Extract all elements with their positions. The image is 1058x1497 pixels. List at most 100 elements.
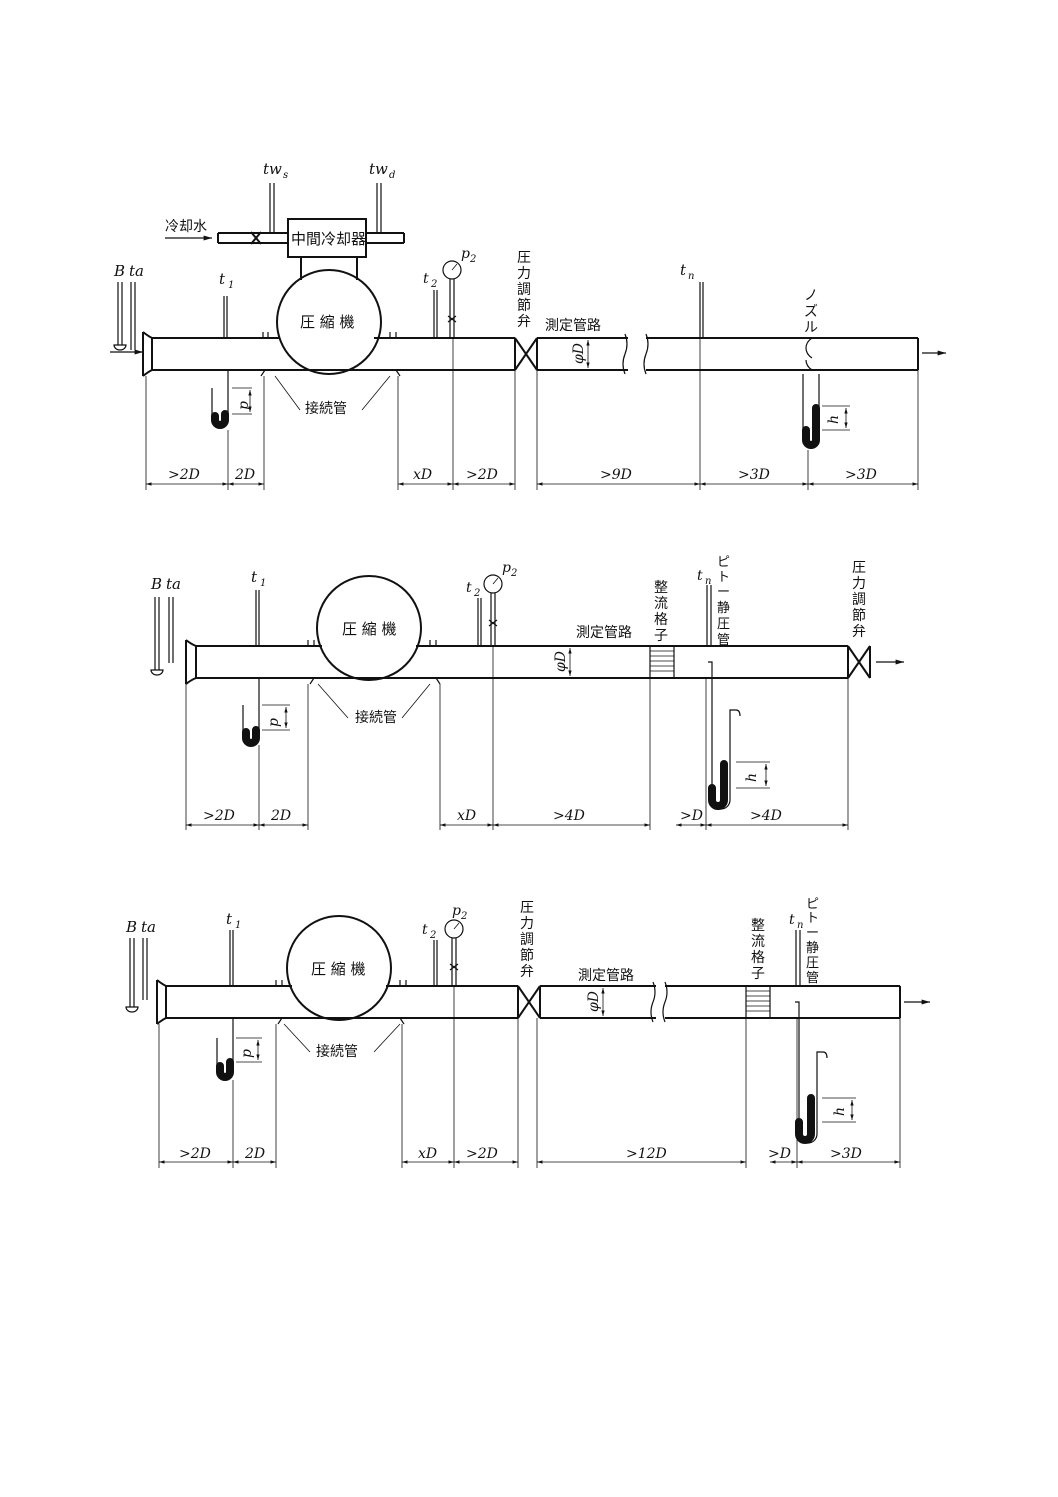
svg-text:n: n xyxy=(688,271,694,282)
svg-text:弁: 弁 xyxy=(520,964,534,980)
label-phiD-1: φD xyxy=(571,343,587,364)
svg-text:ピ: ピ xyxy=(806,897,819,912)
ambient-thermometers-3: B ta xyxy=(125,918,156,1013)
svg-text:流: 流 xyxy=(751,934,765,950)
svg-text:節: 節 xyxy=(520,947,534,964)
svg-text:>12D: >12D xyxy=(626,1146,667,1162)
measuring-pipe-label-1: 測定管路 xyxy=(545,318,601,334)
svg-text:ta: ta xyxy=(166,575,181,593)
svg-text:ル: ル xyxy=(804,320,818,336)
label-h-2: h xyxy=(744,773,760,782)
svg-text:調: 調 xyxy=(852,592,866,608)
pitot-label-3: ピ ト ー 静 圧 管 xyxy=(806,897,819,986)
svg-text:>3D: >3D xyxy=(738,467,770,483)
svg-text:t: t xyxy=(789,912,795,928)
svg-text:>2D: >2D xyxy=(179,1146,211,1162)
svg-text:ー: ー xyxy=(717,585,730,600)
svg-text:t: t xyxy=(466,580,472,596)
svg-text:>9D: >9D xyxy=(600,467,632,483)
flow-straightener-3: 整 流 格 子 xyxy=(745,918,771,1019)
inlet-bellmouth-3 xyxy=(156,979,167,1025)
p2-pressure-gauge-3 xyxy=(444,919,464,939)
p1-u-manometer: p xyxy=(211,370,252,429)
svg-text:t: t xyxy=(422,922,428,938)
compressor-2 xyxy=(316,575,422,681)
diagram-2-pitot-setup: B ta t 1 p 圧 縮 機 接続管 t 2 p xyxy=(150,555,904,830)
pressure-valve-label-3: 圧 力 調 節 弁 xyxy=(520,900,534,980)
nozzle-label: ノ ズ ル xyxy=(804,288,818,336)
svg-text:>2D: >2D xyxy=(466,1146,498,1162)
svg-text:ト: ト xyxy=(717,570,730,585)
svg-text:d: d xyxy=(389,170,395,181)
compressor-1 xyxy=(276,269,382,375)
diagram-3-pitot-valve-setup: B ta t 1 p 圧 縮 機 接続管 t 2 p xyxy=(125,897,930,1168)
label-p2: p xyxy=(461,246,470,262)
svg-text:>4D: >4D xyxy=(750,808,782,824)
svg-text:1: 1 xyxy=(260,578,266,589)
svg-text:弁: 弁 xyxy=(852,624,866,640)
svg-text:弁: 弁 xyxy=(517,314,531,330)
svg-text:xD: xD xyxy=(457,808,476,824)
svg-text:B: B xyxy=(125,918,137,936)
svg-text:n: n xyxy=(705,576,711,587)
svg-text:静: 静 xyxy=(717,601,730,616)
svg-text:静: 静 xyxy=(806,941,819,956)
p1-u-manometer-2: p xyxy=(242,678,290,747)
svg-text:圧: 圧 xyxy=(517,250,531,266)
measuring-pipe-label-3: 測定管路 xyxy=(578,968,634,984)
flow-straightener-2: 整 流 格 子 xyxy=(649,580,675,679)
svg-text:ー: ー xyxy=(806,926,819,941)
ambient-thermometers: B ta xyxy=(110,262,144,355)
label-tn-1: t xyxy=(680,261,687,279)
cooling-water-label: 冷却水 xyxy=(165,219,207,235)
label-twd: tw xyxy=(369,160,388,178)
svg-text:節: 節 xyxy=(852,607,866,624)
svg-text:圧 縮 機: 圧 縮 機 xyxy=(311,960,366,978)
nozzle xyxy=(805,337,813,371)
compressor-3 xyxy=(286,915,392,1021)
svg-text:xD: xD xyxy=(413,467,432,483)
svg-text:p: p xyxy=(239,1049,255,1058)
svg-text:1: 1 xyxy=(228,280,234,291)
pressure-valve-label-2: 圧 力 調 節 弁 xyxy=(852,560,866,640)
svg-text:t: t xyxy=(226,910,233,928)
svg-text:2D: 2D xyxy=(244,1146,265,1162)
p2-pressure-gauge xyxy=(442,260,462,280)
svg-text:管: 管 xyxy=(717,633,730,648)
svg-text:p: p xyxy=(502,560,511,576)
svg-text:B: B xyxy=(150,575,162,593)
diagram-1-nozzle-setup: B ta t 1 p 圧 縮 機 中間 xyxy=(110,160,946,490)
pitot-label-2: ピ ト ー 静 圧 管 xyxy=(717,555,730,648)
label-B: B xyxy=(113,262,125,280)
svg-text:ピ: ピ xyxy=(717,555,730,570)
svg-text:>D: >D xyxy=(680,808,703,824)
svg-text:xD: xD xyxy=(418,1146,437,1162)
connecting-pipe-label-3: 接続管 xyxy=(316,1043,358,1060)
svg-text:力: 力 xyxy=(520,916,534,932)
svg-text:t: t xyxy=(251,568,258,586)
pitot-manometer-2: h xyxy=(708,661,770,810)
pressure-control-valve-1 xyxy=(514,337,538,371)
p1-u-manometer-3: p xyxy=(216,1018,262,1081)
svg-text:2: 2 xyxy=(460,911,467,922)
svg-text:1: 1 xyxy=(235,920,241,931)
svg-text:φD: φD xyxy=(553,651,569,672)
svg-text:力: 力 xyxy=(517,266,531,282)
label-h-3: h xyxy=(832,1107,848,1116)
svg-text:p: p xyxy=(452,903,461,919)
svg-text:力: 力 xyxy=(852,576,866,592)
svg-text:2: 2 xyxy=(510,568,517,579)
label-tws: tw xyxy=(263,160,282,178)
dimension-line-2: >2D 2D xD >4D >D >4D xyxy=(185,646,849,830)
svg-text:圧: 圧 xyxy=(852,560,866,576)
p2-pressure-gauge-2 xyxy=(483,574,503,594)
svg-text:>2D: >2D xyxy=(168,467,200,483)
svg-text:2D: 2D xyxy=(270,808,291,824)
label-t2: t xyxy=(423,271,429,287)
svg-text:圧 縮 機: 圧 縮 機 xyxy=(342,620,397,638)
svg-text:n: n xyxy=(797,920,803,931)
connecting-pipe-label-2: 接続管 xyxy=(355,709,397,726)
svg-text:調: 調 xyxy=(517,282,531,298)
svg-text:2: 2 xyxy=(469,254,476,265)
connecting-pipe-label-1: 接続管 xyxy=(305,400,347,417)
